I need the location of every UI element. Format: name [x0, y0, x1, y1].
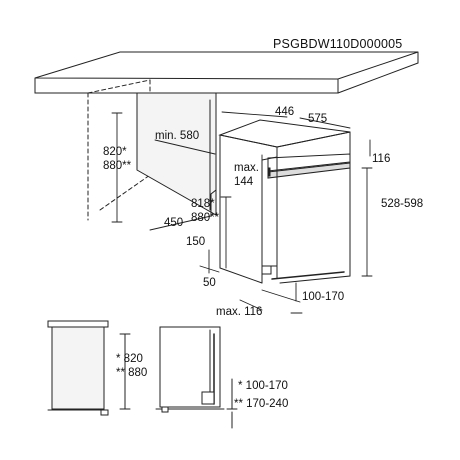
plinth-116-label: 116 — [372, 153, 391, 165]
height-label-b: 880** — [103, 160, 132, 172]
depth-446-label: 446 — [275, 106, 295, 118]
side-range-label-b: ** 170-240 — [234, 398, 289, 410]
side-range-label-a: * 100-170 — [238, 380, 288, 392]
max-116-label: max. 116 — [216, 306, 263, 318]
height-label-a: 820* — [103, 146, 127, 158]
dishwasher-body — [218, 119, 351, 284]
dimension-lines — [111, 111, 373, 314]
dim-150-label: 150 — [186, 236, 206, 248]
model-code: PSGBDW110D000005 — [273, 37, 403, 51]
side-view-cabinet — [47, 320, 131, 416]
range-100-170-label: 100-170 — [302, 291, 345, 303]
door-height-label-b: 880** — [191, 212, 220, 224]
side-height-label-a: * 820 — [116, 353, 143, 365]
width-575-label: 575 — [308, 113, 328, 125]
side-height-label-b: ** 880 — [116, 367, 148, 379]
door-height-label-a: 818* — [191, 198, 215, 210]
side-panel — [136, 92, 217, 216]
side-view-dishwasher — [155, 326, 238, 429]
range-528-598-label: 528-598 — [381, 198, 424, 210]
depth-450-label: 450 — [164, 217, 184, 229]
min-depth-label: min. 580 — [155, 130, 200, 142]
max-144-label: 144 — [234, 176, 254, 188]
dim-50-label: 50 — [203, 277, 216, 289]
max-label: max. — [234, 162, 259, 174]
countertop — [34, 51, 419, 94]
